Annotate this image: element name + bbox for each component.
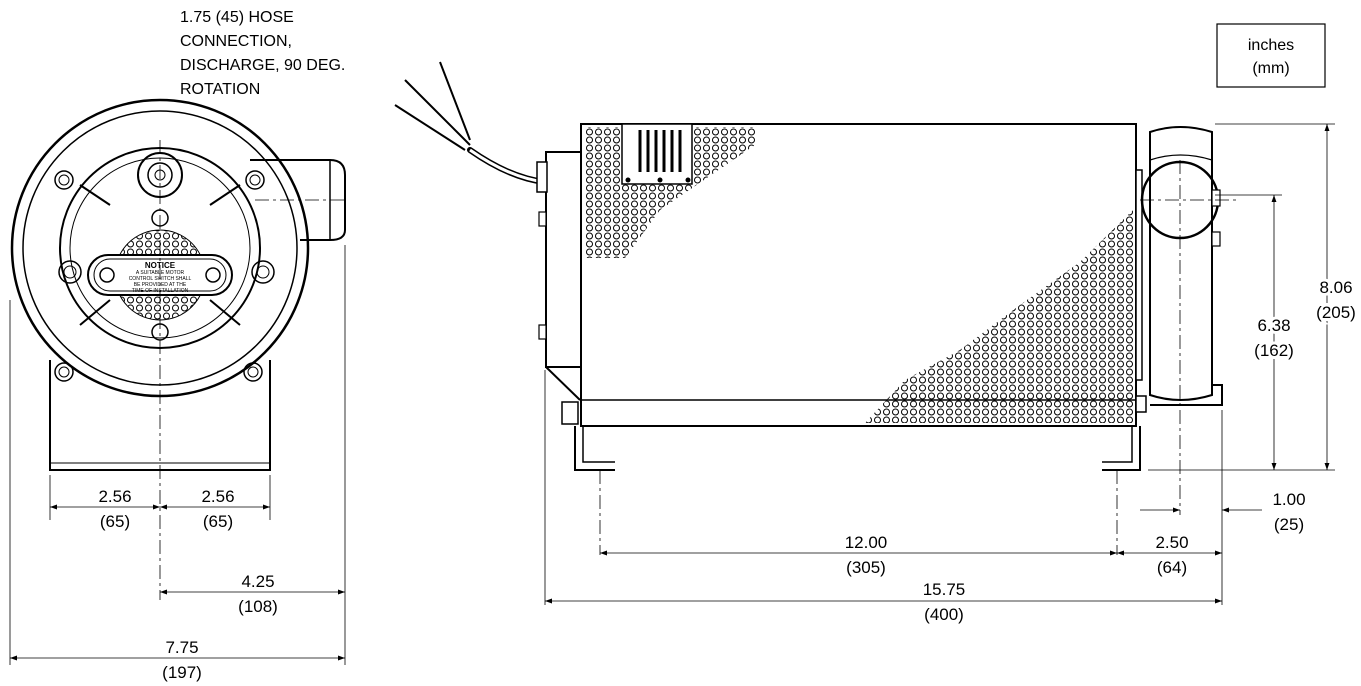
dim-outlet-height-mm: (162)	[1254, 341, 1294, 360]
front-bolts	[54, 170, 275, 382]
callout-line-4: ROTATION	[180, 81, 260, 98]
dim-outlet-height-in: 6.38	[1257, 316, 1290, 335]
units-mm: (mm)	[1252, 60, 1289, 77]
dim-overall-length-in: 15.75	[923, 580, 966, 599]
label-plate-stripes	[625, 130, 691, 183]
dim-overall-height-in: 8.06	[1319, 278, 1352, 297]
dim-left-half-b-in: 2.56	[201, 487, 234, 506]
dim-overall-width-mm: (197)	[162, 663, 202, 682]
front-view: NOTICE A SUITABLE MOTOR CONTROL SWITCH S…	[10, 98, 346, 600]
dim-outlet-wall-mm: (25)	[1274, 515, 1304, 534]
units-box	[1216, 23, 1326, 88]
dim-outlet-offset-in: 2.50	[1155, 533, 1188, 552]
dim-mount-spacing-mm: (305)	[846, 558, 886, 577]
dim-left-half-a-in: 2.56	[98, 487, 131, 506]
dim-center-outlet-mm: (108)	[238, 597, 278, 616]
dim-outlet-offset-mm: (64)	[1157, 558, 1187, 577]
dim-left-half-a-mm: (65)	[100, 512, 130, 531]
dim-overall-width-in: 7.75	[165, 638, 198, 657]
callout-line-2: CONNECTION,	[180, 33, 292, 50]
front-dimensions	[9, 245, 346, 665]
callout-line-1: 1.75 (45) HOSE	[180, 9, 294, 26]
dim-outlet-wall-in: 1.00	[1272, 490, 1305, 509]
dim-center-outlet-in: 4.25	[241, 572, 274, 591]
units-inches: inches	[1248, 37, 1294, 54]
dim-overall-length-mm: (400)	[924, 605, 964, 624]
dim-mount-spacing-in: 12.00	[845, 533, 888, 552]
callout-line-3: DISCHARGE, 90 DEG.	[180, 57, 345, 74]
dim-overall-height-mm: (205)	[1316, 303, 1356, 322]
hose-callout: 1.75 (45) HOSE CONNECTION, DISCHARGE, 90…	[180, 9, 345, 98]
side-view	[394, 61, 1240, 555]
side-dimensions	[544, 123, 1335, 605]
dim-left-half-b-mm: (65)	[203, 512, 233, 531]
